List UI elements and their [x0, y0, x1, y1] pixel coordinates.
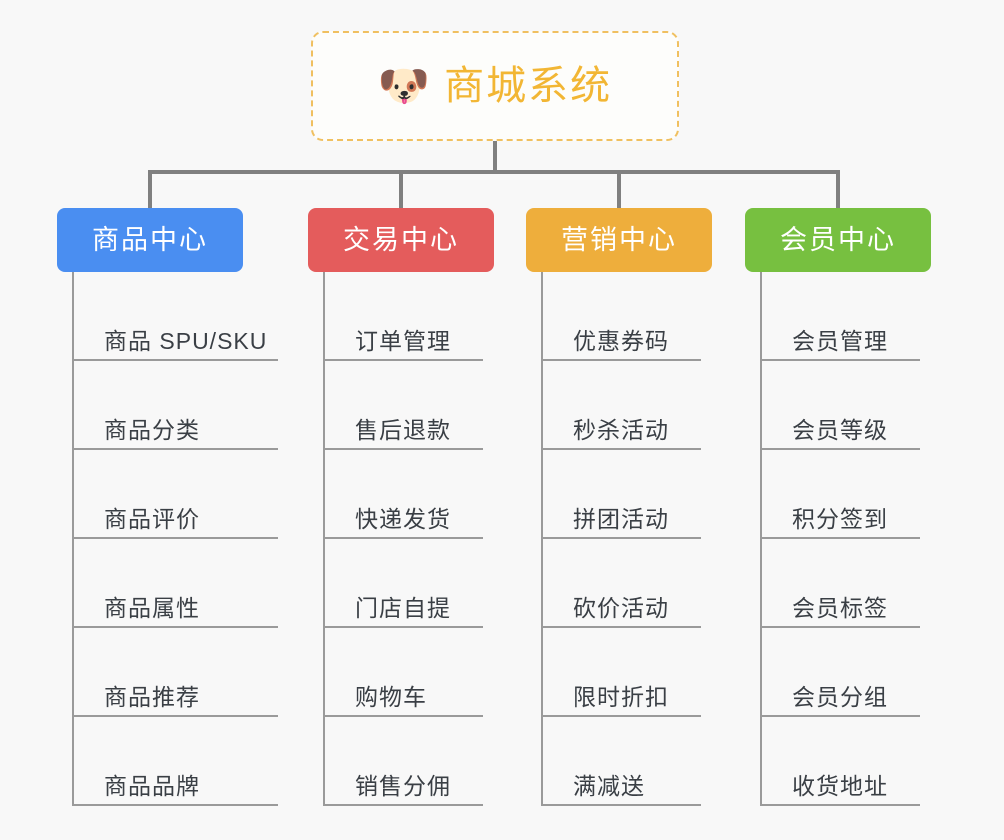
- leaf-item-label: 秒杀活动: [573, 416, 669, 443]
- leaf-item[interactable]: 购物车: [323, 628, 483, 717]
- leaf-item-label: 售后退款: [355, 416, 451, 443]
- leaf-item-label: 会员管理: [792, 327, 888, 354]
- branch-column-1: 商品 SPU/SKU 商品分类商品评价商品属性商品推荐商品品牌: [72, 272, 278, 806]
- leaf-item[interactable]: 收货地址: [760, 717, 920, 806]
- connector-horizontal-bus: [150, 170, 838, 174]
- leaf-item-label: 订单管理: [355, 327, 451, 354]
- leaf-item[interactable]: 限时折扣: [541, 628, 701, 717]
- leaf-item[interactable]: 积分签到: [760, 450, 920, 539]
- connector-drop-1: [148, 170, 152, 208]
- leaf-item-label: 限时折扣: [573, 683, 669, 710]
- connector-drop-4: [836, 170, 840, 208]
- category-node-2[interactable]: 交易中心: [308, 208, 494, 272]
- leaf-item[interactable]: 快递发货: [323, 450, 483, 539]
- leaf-item[interactable]: 销售分佣: [323, 717, 483, 806]
- leaf-item[interactable]: 优惠券码: [541, 272, 701, 361]
- branch-trunk-line: [760, 272, 762, 806]
- root-title: 商城系统: [444, 64, 613, 108]
- category-node-1[interactable]: 商品中心: [57, 208, 243, 272]
- leaf-item-label: 商品分类: [104, 416, 200, 443]
- connector-root-stem: [493, 141, 497, 174]
- leaf-item-label: 拼团活动: [573, 505, 669, 532]
- category-node-4[interactable]: 会员中心: [745, 208, 931, 272]
- leaf-item-label: 商品品牌: [104, 772, 200, 799]
- category-label: 营销中心: [561, 224, 677, 255]
- category-label: 交易中心: [343, 224, 459, 255]
- leaf-item[interactable]: 商品属性: [72, 539, 278, 628]
- leaf-item[interactable]: 商品推荐: [72, 628, 278, 717]
- leaf-item-label: 会员分组: [792, 683, 888, 710]
- shiba-dog-emoji-icon: 🐶: [377, 62, 431, 109]
- leaf-item-label: 商品属性: [104, 594, 200, 621]
- leaf-item[interactable]: 砍价活动: [541, 539, 701, 628]
- branch-column-2: 订单管理售后退款快递发货门店自提购物车销售分佣: [323, 272, 483, 806]
- category-node-3[interactable]: 营销中心: [526, 208, 712, 272]
- leaf-item-label: 购物车: [355, 683, 427, 710]
- category-label: 会员中心: [780, 224, 896, 255]
- leaf-item-label: 商品评价: [104, 505, 200, 532]
- leaf-item-label: 销售分佣: [355, 772, 451, 799]
- connector-drop-2: [399, 170, 403, 208]
- leaf-item-label: 快递发货: [355, 505, 451, 532]
- connector-drop-3: [617, 170, 621, 208]
- leaf-item-label: 砍价活动: [573, 594, 669, 621]
- leaf-item[interactable]: 门店自提: [323, 539, 483, 628]
- leaf-item[interactable]: 会员分组: [760, 628, 920, 717]
- leaf-item[interactable]: 满减送: [541, 717, 701, 806]
- leaf-item[interactable]: 会员等级: [760, 361, 920, 450]
- leaf-item[interactable]: 商品品牌: [72, 717, 278, 806]
- leaf-item[interactable]: 订单管理: [323, 272, 483, 361]
- leaf-item-label: 会员标签: [792, 594, 888, 621]
- leaf-item[interactable]: 秒杀活动: [541, 361, 701, 450]
- branch-column-4: 会员管理会员等级积分签到会员标签会员分组收货地址: [760, 272, 920, 806]
- leaf-item[interactable]: 会员管理: [760, 272, 920, 361]
- leaf-item-label: 会员等级: [792, 416, 888, 443]
- leaf-item[interactable]: 会员标签: [760, 539, 920, 628]
- leaf-item-label: 收货地址: [792, 772, 888, 799]
- root-node[interactable]: 🐶 商城系统: [311, 31, 679, 141]
- branch-trunk-line: [72, 272, 74, 806]
- leaf-item-label: 优惠券码: [573, 327, 669, 354]
- branch-trunk-line: [323, 272, 325, 806]
- leaf-item[interactable]: 商品 SPU/SKU: [72, 272, 278, 361]
- branch-trunk-line: [541, 272, 543, 806]
- leaf-item-label: 门店自提: [355, 594, 451, 621]
- leaf-item-label: 商品推荐: [104, 683, 200, 710]
- leaf-item[interactable]: 售后退款: [323, 361, 483, 450]
- leaf-item-label: 满减送: [573, 772, 645, 799]
- branch-column-3: 优惠券码秒杀活动拼团活动砍价活动限时折扣满减送: [541, 272, 701, 806]
- leaf-item[interactable]: 商品分类: [72, 361, 278, 450]
- category-label: 商品中心: [92, 224, 208, 255]
- leaf-item-label: 积分签到: [792, 505, 888, 532]
- leaf-item[interactable]: 商品评价: [72, 450, 278, 539]
- leaf-item[interactable]: 拼团活动: [541, 450, 701, 539]
- leaf-item-label: 商品 SPU/SKU: [104, 327, 268, 354]
